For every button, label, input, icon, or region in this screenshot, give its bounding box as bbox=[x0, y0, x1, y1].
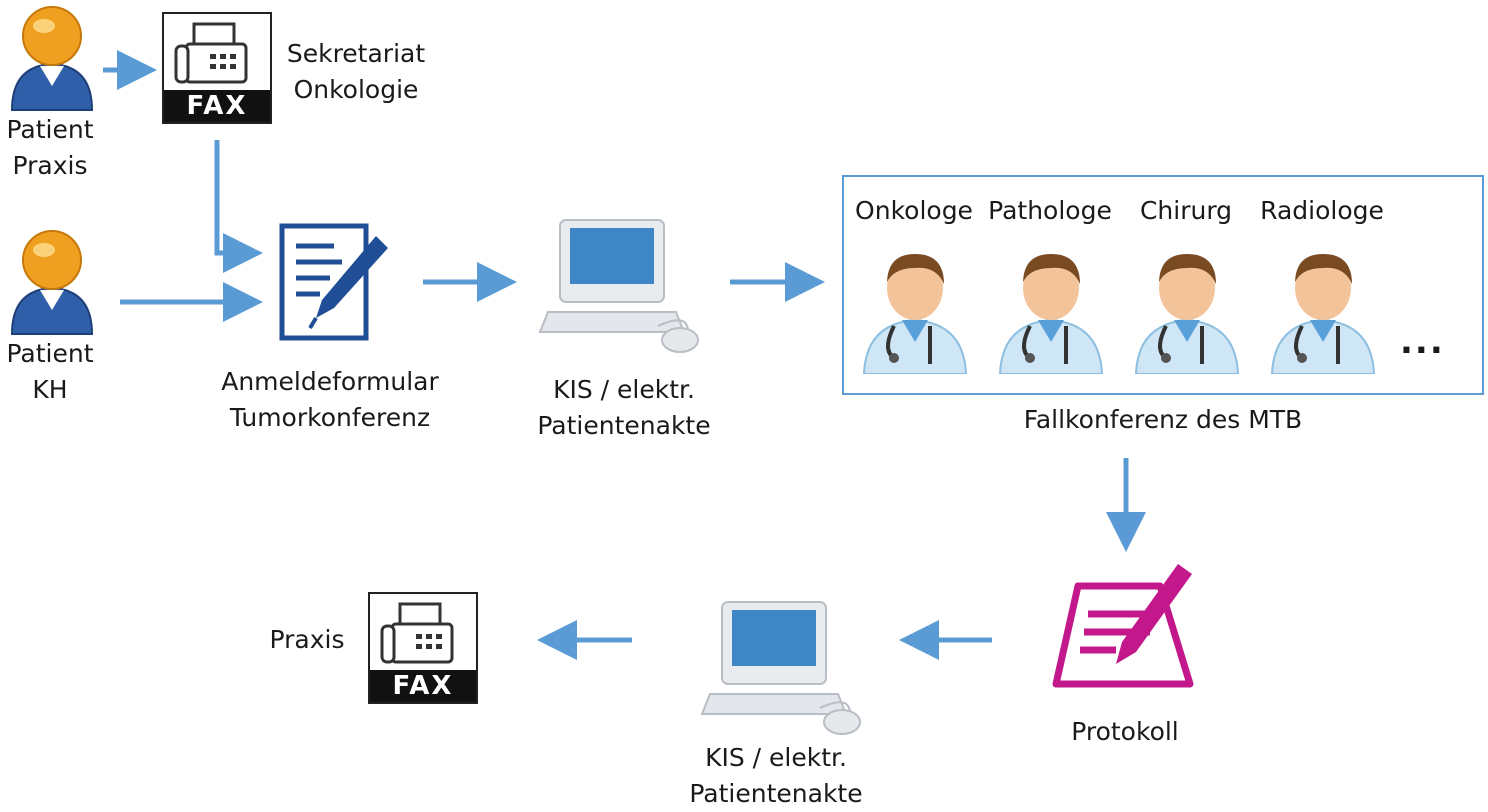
mtb-frame bbox=[842, 175, 1484, 395]
arrow-fax-to-form bbox=[214, 140, 263, 273]
role-onkologe: Onkologe bbox=[855, 196, 973, 225]
doctor-icon-1 bbox=[862, 254, 968, 374]
fallkonferenz-label: Fallkonferenz des MTB bbox=[1023, 405, 1303, 434]
doctor-icon-3 bbox=[1134, 254, 1240, 374]
computer-top-icon bbox=[538, 219, 699, 353]
role-radiologe: Radiologe bbox=[1260, 196, 1384, 225]
computer-bottom-icon bbox=[700, 601, 861, 735]
fax-top-label: FAX bbox=[164, 90, 270, 122]
role-chirurg: Chirurg bbox=[1139, 196, 1233, 225]
form-icon bbox=[279, 223, 388, 341]
patient-kh-icon bbox=[10, 230, 94, 335]
kis-top-label: KIS / elektr.Patientenakte bbox=[537, 375, 711, 440]
kis-bottom-label: KIS / elektr.Patientenakte bbox=[689, 743, 863, 808]
protocol-icon bbox=[1052, 564, 1194, 688]
protokoll-label: Protokoll bbox=[1071, 717, 1179, 746]
fax-bottom-icon: FAX bbox=[368, 592, 478, 704]
role-pathologe: Pathologe bbox=[988, 196, 1112, 225]
fax-top-icon: FAX bbox=[162, 12, 272, 124]
more-ellipsis: ... bbox=[1400, 322, 1445, 362]
doctor-icon-4 bbox=[1270, 254, 1376, 374]
patient-praxis-icon bbox=[10, 6, 94, 111]
doctor-icon-2 bbox=[998, 254, 1104, 374]
fax-bottom-label: FAX bbox=[370, 670, 476, 702]
praxis-label: Praxis bbox=[269, 625, 345, 654]
